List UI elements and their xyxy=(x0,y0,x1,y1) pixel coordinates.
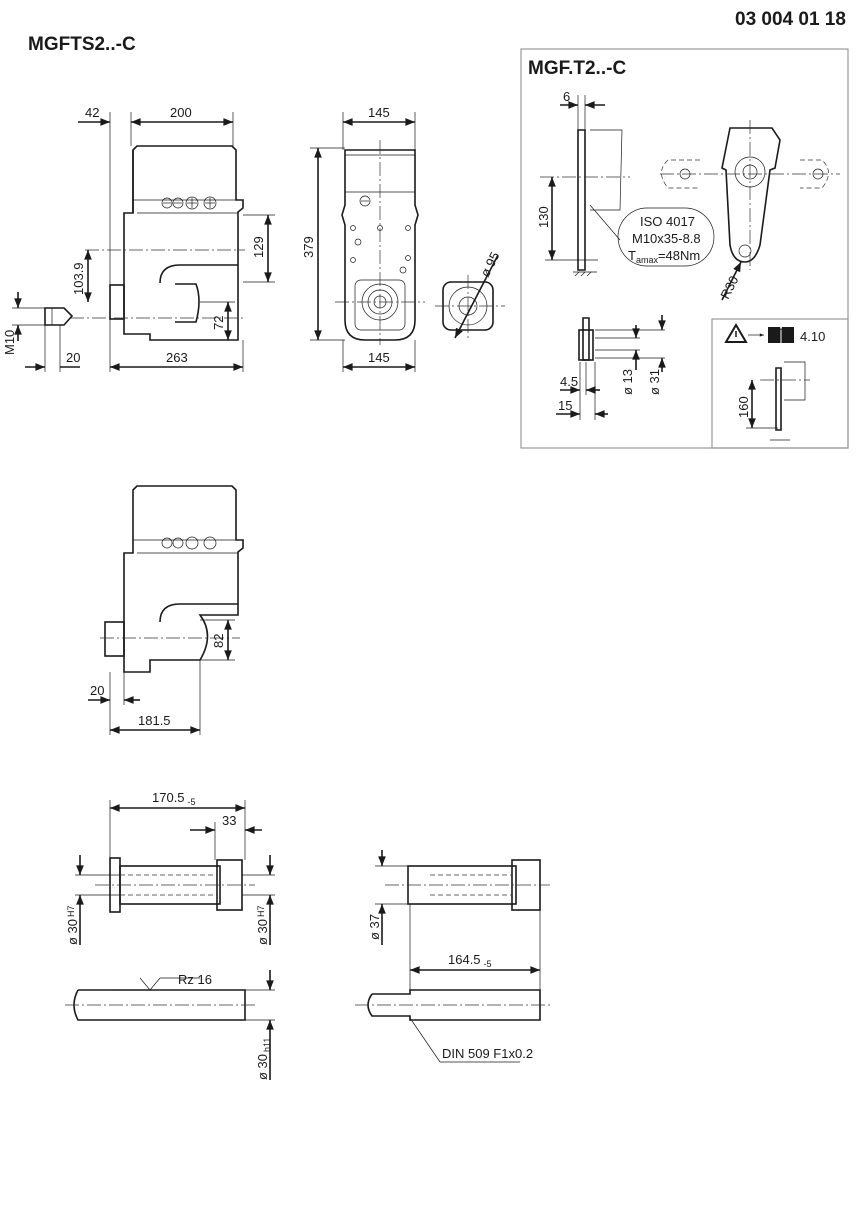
dim-42: 42 xyxy=(85,105,99,120)
dim-160: 160 xyxy=(736,396,751,418)
shaft-1-rod xyxy=(73,989,246,1021)
warning-box xyxy=(711,318,849,449)
dim-6: 6 xyxy=(563,89,570,104)
dim-diameter-95: ø 95 xyxy=(477,249,502,279)
undercut-label: DIN 509 F1x0.2 xyxy=(442,1046,533,1061)
note-line-1: ISO 4017 xyxy=(640,214,695,229)
dim-103-9: 103.9 xyxy=(71,262,86,295)
bolt-note-callout xyxy=(617,207,715,267)
dim-15: 15 xyxy=(558,398,572,413)
dim-diameter-30-h7-right: ø 30H7 xyxy=(255,905,270,945)
torque-arm-inset: MGF.T2..-C 6 130 ISO 4017 M10x35-8.8 Tam… xyxy=(520,48,849,449)
side-view: 42 200 129 103.9 72 M10 20 263 xyxy=(2,105,275,372)
side-view-2: 82 20 181.5 xyxy=(88,485,244,735)
dim-129: 129 xyxy=(251,236,266,258)
dim-20-2: 20 xyxy=(90,683,104,698)
manual-book-icon xyxy=(768,327,794,343)
dim-200: 200 xyxy=(170,105,192,120)
drawing-title: MGFTS2..-C xyxy=(28,34,136,55)
dim-20: 20 xyxy=(66,350,80,365)
note-line-2: M10x35-8.8 xyxy=(632,231,701,246)
dim-diameter-30-h11: ø 30h11 xyxy=(255,1038,272,1080)
pinion-shaft xyxy=(44,307,74,326)
dim-82: 82 xyxy=(211,634,226,648)
hollow-shaft-2: ø 37 164.5-5 DIN 509 F1x0.2 xyxy=(355,850,550,1063)
dim-33: 33 xyxy=(222,813,236,828)
dim-145-top: 145 xyxy=(368,105,390,120)
dim-170-5: 170.5-5 xyxy=(152,790,196,807)
terminal-symbols xyxy=(161,196,217,210)
warning-reference: 4.10 xyxy=(800,329,825,344)
dim-379: 379 xyxy=(301,236,316,258)
dim-130: 130 xyxy=(536,206,551,228)
dim-181-5: 181.5 xyxy=(138,713,171,728)
warning-icon xyxy=(724,323,748,343)
note-torque: Tamax=48Nm xyxy=(628,248,700,265)
dim-145-bottom: 145 xyxy=(368,350,390,365)
roughness-label: Rz 16 xyxy=(178,972,212,987)
dim-164-5: 164.5-5 xyxy=(448,952,492,969)
dim-4-5: 4.5 xyxy=(560,374,578,389)
front-view: 145 379 145 ø 95 xyxy=(301,105,505,372)
dim-diameter-37: ø 37 xyxy=(367,914,382,940)
dim-m10: M10 xyxy=(2,330,17,355)
dim-72: 72 xyxy=(211,316,226,330)
dim-r30: R30 xyxy=(717,273,741,301)
hollow-shaft-1: 170.5-5 33 ø 30H7 ø 30H7 Rz 16 ø 30h11 xyxy=(65,790,275,1080)
dim-diameter-13: ø 13 xyxy=(620,369,635,395)
dim-diameter-30-h7-left: ø 30H7 xyxy=(65,905,80,945)
inset-title: MGF.T2..-C xyxy=(528,58,626,79)
dim-263: 263 xyxy=(166,350,188,365)
dim-diameter-31: ø 31 xyxy=(647,369,662,395)
document-number: 03 004 01 18 xyxy=(735,9,846,30)
shaft-2-rod xyxy=(367,989,541,1021)
